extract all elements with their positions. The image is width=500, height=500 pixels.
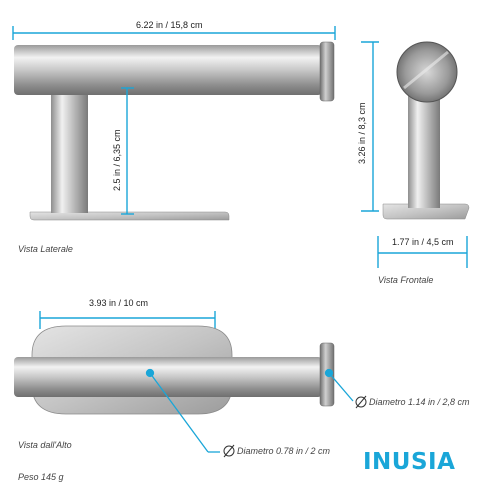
side-view-caption: Vista Laterale bbox=[18, 244, 73, 254]
front-view-caption: Vista Frontale bbox=[378, 275, 434, 285]
front-height-label: 3.26 in / 8,3 cm bbox=[357, 102, 367, 164]
brand-logo: INUSIA bbox=[363, 449, 456, 475]
side-post bbox=[51, 76, 88, 213]
bar-diameter-label: Diametro 0.78 in / 2 cm bbox=[237, 446, 331, 456]
side-horizontal-bar bbox=[14, 45, 322, 95]
front-post bbox=[408, 90, 440, 208]
side-view bbox=[12, 26, 336, 221]
side-width-label: 6.22 in / 15,8 cm bbox=[136, 20, 203, 30]
cap-diameter-label: Diametro 1.14 in / 2,8 cm bbox=[369, 397, 470, 407]
top-view bbox=[14, 311, 367, 458]
weight-label: Peso 145 g bbox=[18, 472, 64, 482]
top-view-caption: Vista dall'Alto bbox=[18, 440, 72, 450]
top-bar bbox=[14, 357, 322, 397]
front-width-dimension bbox=[377, 236, 468, 268]
top-length-label: 3.93 in / 10 cm bbox=[89, 298, 149, 308]
side-base-plate bbox=[29, 211, 230, 221]
front-width-label: 1.77 in / 4,5 cm bbox=[392, 237, 454, 247]
side-height-dimension bbox=[121, 87, 134, 215]
diameter-symbol-icon bbox=[223, 444, 235, 458]
cap-diameter-callout bbox=[324, 368, 354, 402]
top-length-dimension bbox=[39, 311, 216, 329]
side-height-label: 2.5 in / 6,35 cm bbox=[112, 129, 122, 191]
front-view bbox=[361, 41, 470, 268]
front-base-plate bbox=[382, 203, 470, 220]
bar-diameter-callout bbox=[145, 368, 220, 453]
front-end-disc bbox=[396, 41, 458, 103]
diameter-symbol-icon bbox=[355, 395, 367, 409]
side-width-dimension bbox=[12, 26, 336, 40]
front-height-dimension bbox=[361, 41, 379, 212]
side-end-cap bbox=[319, 41, 335, 102]
